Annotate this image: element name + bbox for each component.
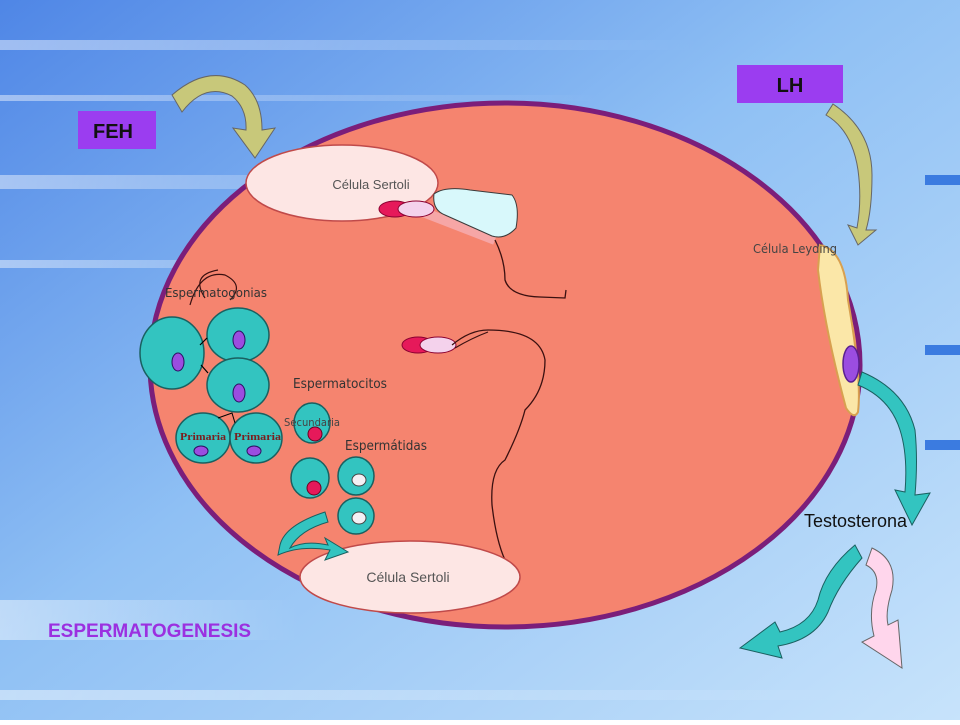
primary-spermatocytes (175, 412, 283, 464)
sertoli-top-label: Célula Sertoli (332, 177, 409, 192)
spermatid-cells (290, 456, 375, 535)
leydig-label: Célula Leyding (753, 242, 837, 256)
output-arrow-teal (738, 544, 863, 659)
spermatocytes-label: Espermatocitos (293, 377, 387, 392)
leydig-nucleus (842, 345, 860, 383)
testosterone-arrow (857, 371, 931, 527)
output-arrow-pink (860, 547, 903, 669)
primary-label-2: Primaria (234, 432, 281, 443)
spermatids-label: Espermátidas (345, 439, 427, 454)
sertoli-bottom-label: Célula Sertoli (366, 569, 449, 585)
lh-label: LH (777, 75, 804, 97)
lh-arrow (825, 103, 878, 246)
feh-label: FEH (93, 121, 133, 143)
lh-box (737, 65, 843, 103)
feh-box (78, 111, 156, 149)
spermatogonia-label: Espermatogonias (165, 286, 267, 300)
page-title: ESPERMATOGENESIS (48, 621, 251, 642)
feh-arrow (171, 75, 277, 159)
spermatogonia-group (139, 269, 270, 413)
secondary-label: Secundaria (284, 416, 340, 429)
sperm-cell-center (401, 329, 546, 561)
teal-arrow-to-sertoli (277, 511, 350, 561)
primary-label-1: Primaria (180, 432, 226, 443)
testosterone-label: Testosterona (804, 511, 908, 531)
secondary-spermatocyte (293, 402, 331, 444)
sperm-cell-top (378, 188, 567, 299)
sertoli-cell-bottom (299, 540, 521, 614)
